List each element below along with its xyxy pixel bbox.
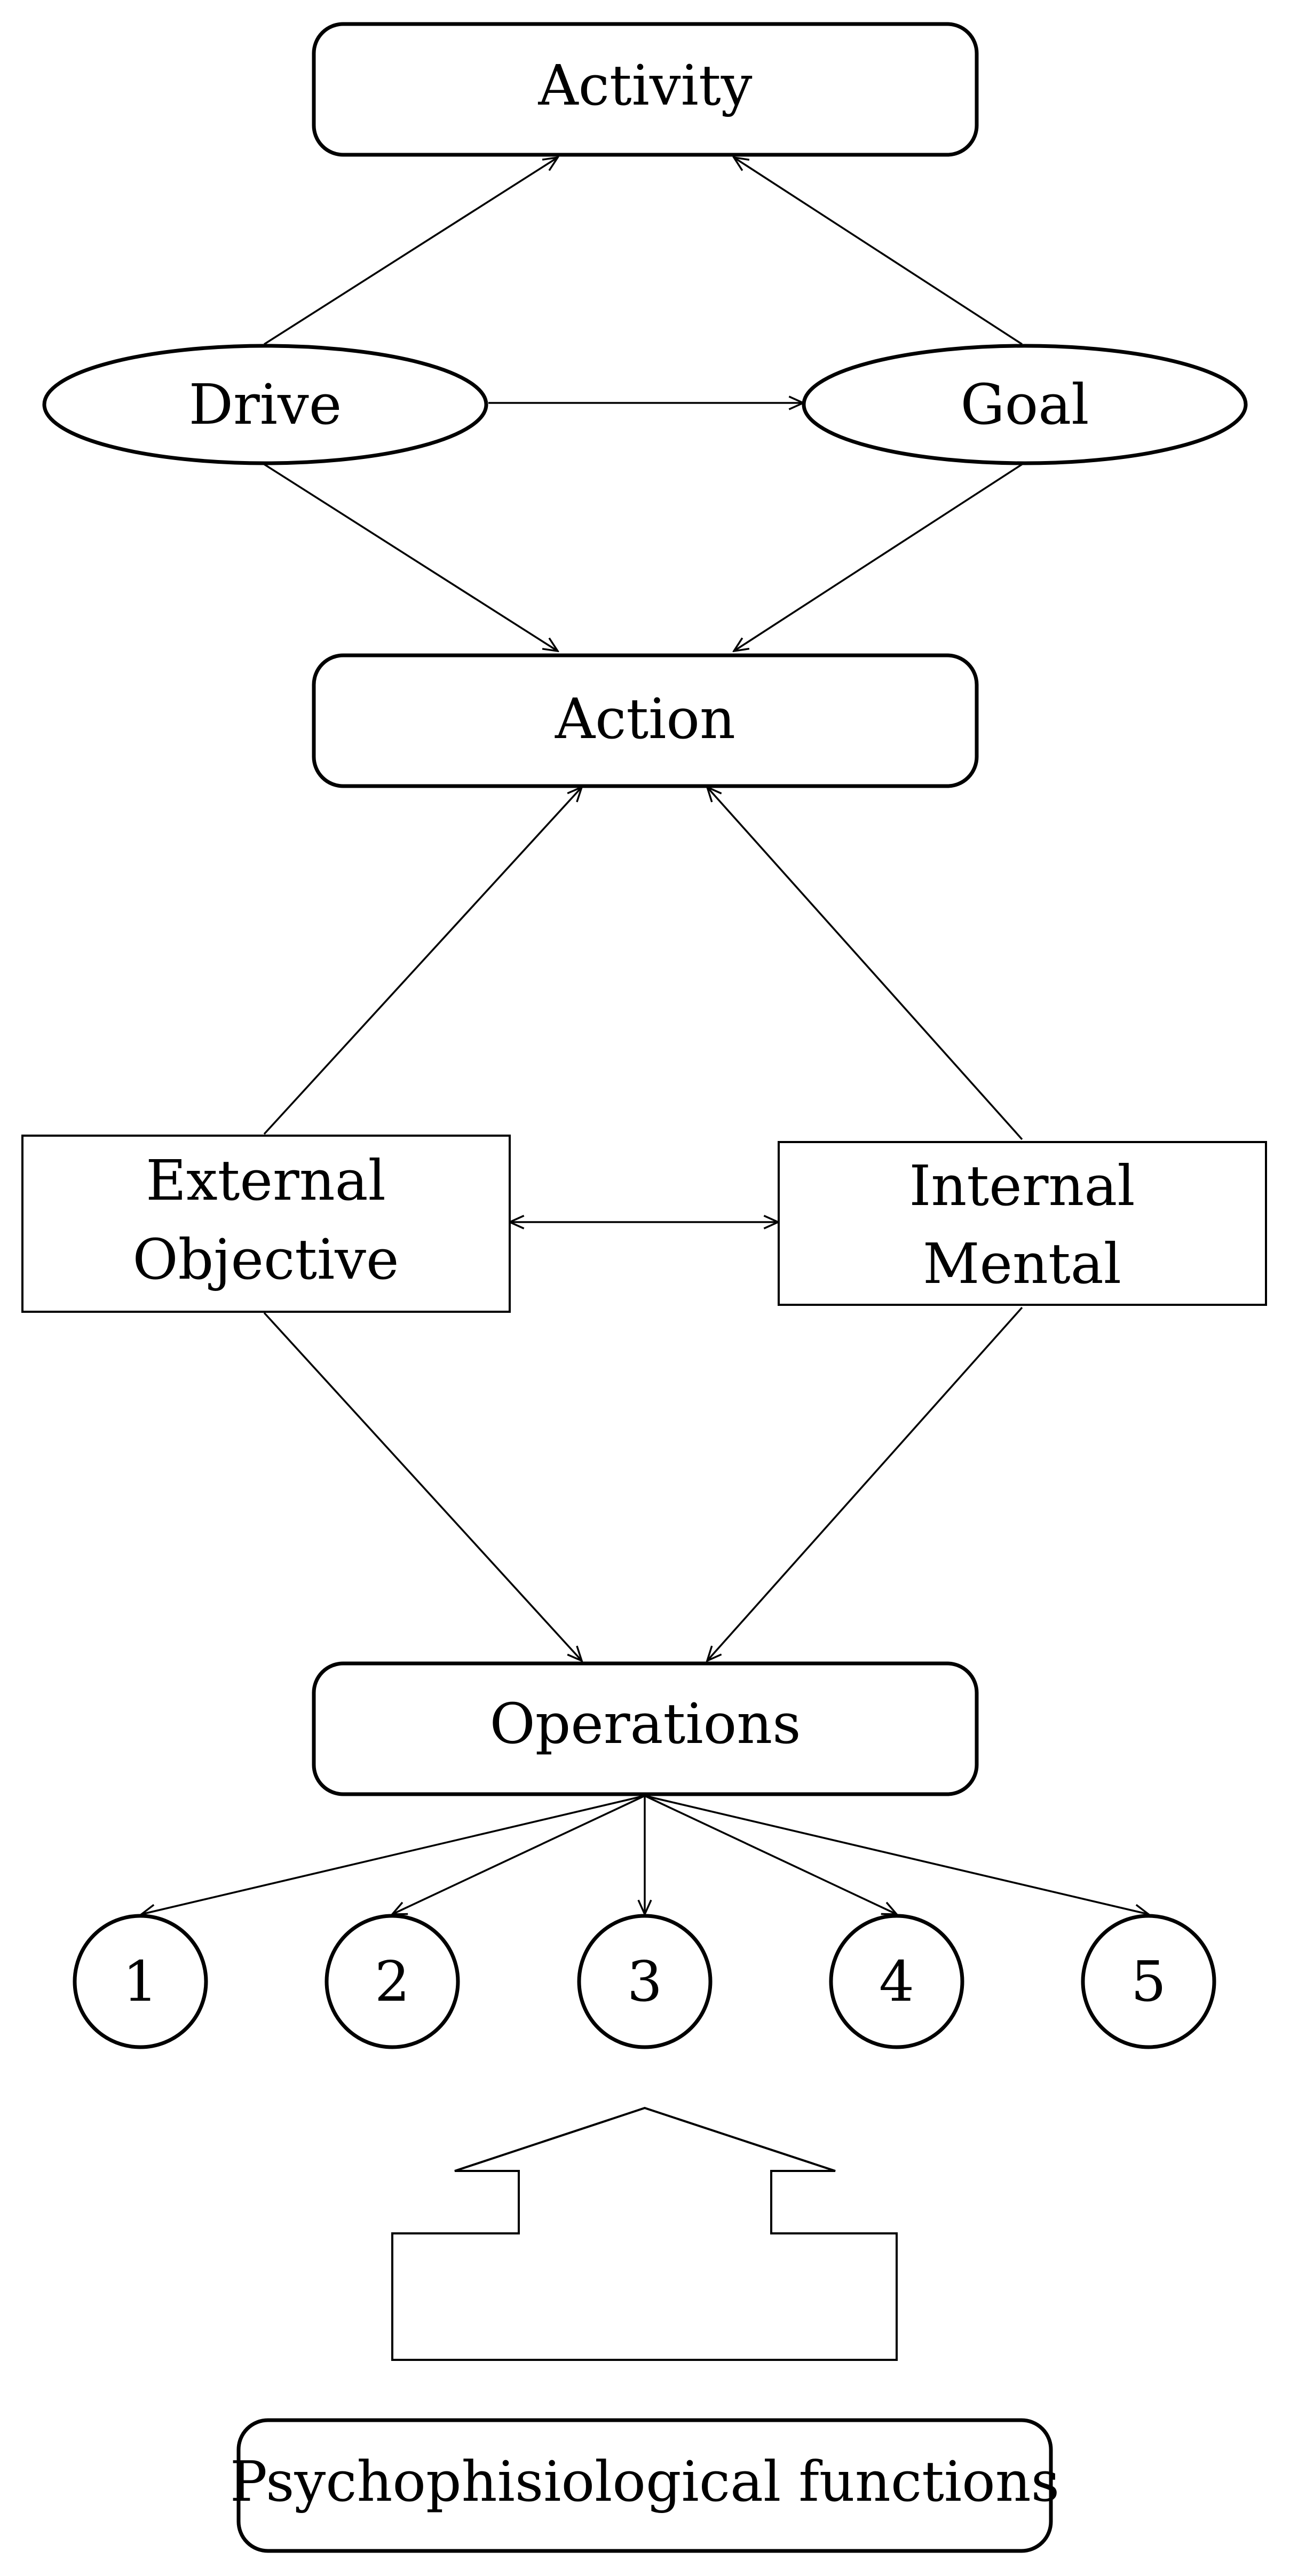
node-psychophysiological-functions: Psychophisiological functions [230,2418,1059,2553]
function-label-4: 4 [879,1949,914,2014]
psychophysiological-label: Psychophisiological functions [230,2449,1059,2514]
action-label: Action [555,686,735,751]
edge-goal-activity [734,157,1023,345]
node-internal-mental: Internal Mental [778,1141,1267,1306]
edge-drive-action [264,463,558,651]
function-label-3: 3 [627,1949,662,2014]
edge-goal-action [734,463,1023,651]
edge-operations-1 [141,1795,645,1914]
edges [141,157,1149,1914]
external-label-line1: External [146,1148,386,1213]
drive-ellipse [42,344,488,465]
external-label-line2: Objective [132,1227,399,1292]
node-activity: Activity [312,22,979,157]
activity-box [312,22,979,157]
internal-box [778,1141,1267,1306]
block-arrow-up [391,2106,898,2361]
edge-internal-action [707,787,1023,1140]
node-goal: Goal [802,344,1248,465]
function-circle-4 [829,1914,964,2049]
operations-box [312,1661,979,1796]
goal-ellipse [802,344,1248,465]
function-circle-1 [73,1914,208,2049]
action-box [312,653,979,788]
edge-operations-4 [644,1795,897,1914]
internal-label-line2: Mental [923,1231,1121,1296]
node-external-objective: External Objective [21,1135,511,1313]
function-label-2: 2 [375,1949,410,2014]
node-drive: Drive [42,344,488,465]
psychophysiological-box [236,2418,1053,2553]
operations-label: Operations [489,1691,801,1756]
goal-label: Goal [961,372,1089,437]
function-circles: 1 2 3 4 5 [73,1914,1216,2049]
edge-operations-5 [644,1795,1149,1914]
function-circle-2 [325,1914,460,2049]
edge-external-action [263,787,582,1135]
node-operations: Operations [312,1661,979,1796]
edge-drive-activity [264,157,558,345]
function-label-1: 1 [123,1949,158,2014]
function-circle-3 [577,1914,713,2049]
internal-label-line1: Internal [909,1153,1135,1218]
node-action: Action [312,653,979,788]
activity-label: Activity [538,53,753,118]
function-circle-5 [1081,1914,1216,2049]
edge-external-operations [263,1312,582,1661]
function-label-5: 5 [1131,1949,1166,2014]
edge-operations-2 [392,1795,645,1914]
edge-internal-operations [707,1306,1023,1661]
external-box [21,1135,511,1313]
drive-label: Drive [189,372,342,437]
